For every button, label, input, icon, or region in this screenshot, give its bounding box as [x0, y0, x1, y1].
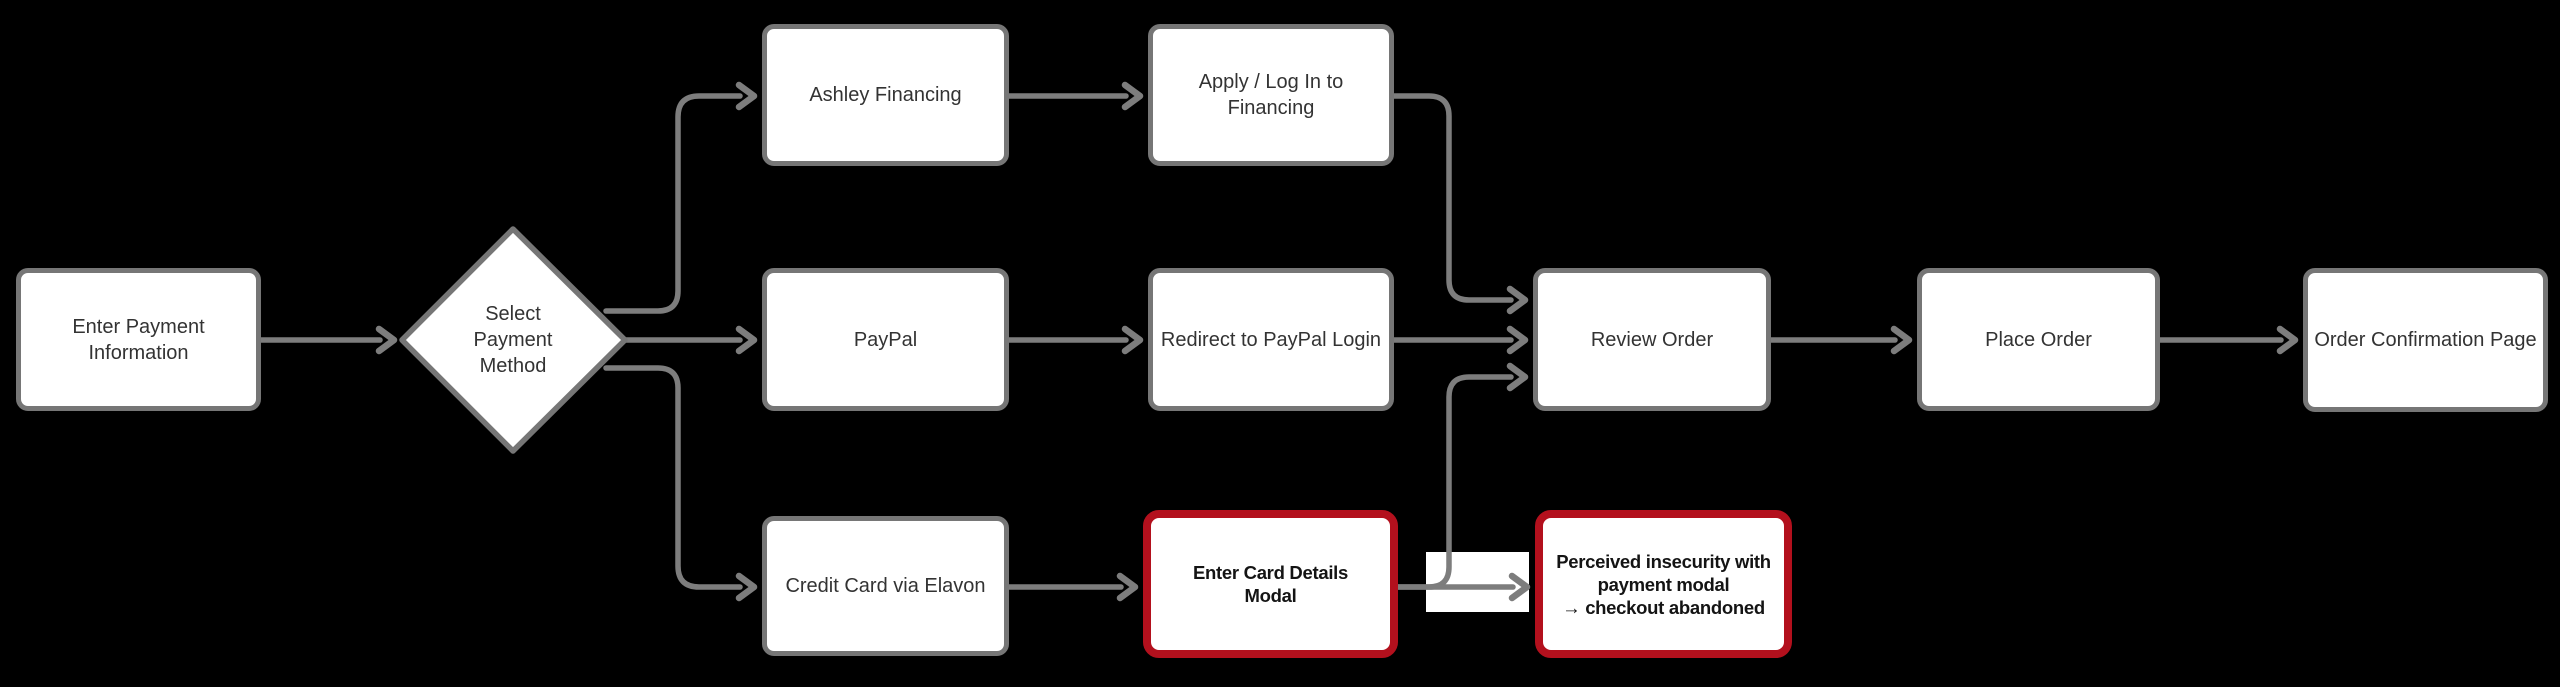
edge-payment-to-select	[258, 325, 398, 355]
node-enter-payment: Enter Payment Information	[16, 268, 261, 411]
arrowhead-icon	[1116, 572, 1139, 602]
edge-redirect-to-review	[1391, 325, 1529, 355]
node-paypal: PayPal	[762, 268, 1009, 411]
node-ashley-financing: Ashley Financing	[762, 24, 1009, 166]
node-abandoned-note: Perceived insecurity with payment modal …	[1535, 510, 1792, 658]
edge-line	[603, 365, 743, 590]
edge-line	[1391, 93, 1514, 303]
edge-paypal-to-redirect	[1006, 325, 1144, 355]
arrowhead-icon	[1506, 362, 1529, 392]
arrowhead-icon	[1121, 81, 1144, 111]
edge-ashley-to-apply	[1006, 81, 1144, 111]
edge-line	[603, 93, 743, 314]
arrowhead-icon	[1506, 285, 1529, 315]
node-select-method-label: Select Payment Method	[473, 303, 553, 377]
edge-review-to-place	[1768, 325, 1913, 355]
node-place-order: Place Order	[1917, 268, 2160, 411]
node-redirect-paypal-login: Redirect to PayPal Login	[1148, 268, 1394, 411]
edge-select-to-ashley	[603, 81, 758, 314]
edge-apply-to-review	[1391, 93, 1529, 315]
arrowhead-icon	[1506, 325, 1529, 355]
arrowhead-icon	[1121, 325, 1144, 355]
edge-place-to-confirmation	[2157, 325, 2299, 355]
node-review-order: Review Order	[1533, 268, 1771, 411]
node-select-method-diamond	[399, 226, 628, 454]
arrowhead-icon	[2276, 325, 2299, 355]
edge-select-to-elavon	[603, 365, 758, 602]
arrowhead-icon	[1508, 572, 1531, 602]
edge-elavon-to-modal	[1006, 572, 1139, 602]
arrowhead-icon	[735, 572, 758, 602]
arrowhead-icon	[735, 325, 758, 355]
node-order-confirmation: Order Confirmation Page	[2303, 268, 2548, 412]
node-apply-login-financing: Apply / Log In to Financing	[1148, 24, 1394, 166]
node-card-details-modal: Enter Card Details Modal	[1143, 510, 1398, 658]
node-credit-card-elavon: Credit Card via Elavon	[762, 516, 1009, 656]
arrowhead-icon	[375, 325, 398, 355]
edge-modal-to-abandoned	[1395, 572, 1531, 602]
edge-select-to-paypal	[623, 325, 758, 355]
arrowhead-icon	[735, 81, 758, 111]
arrowhead-icon	[1890, 325, 1913, 355]
